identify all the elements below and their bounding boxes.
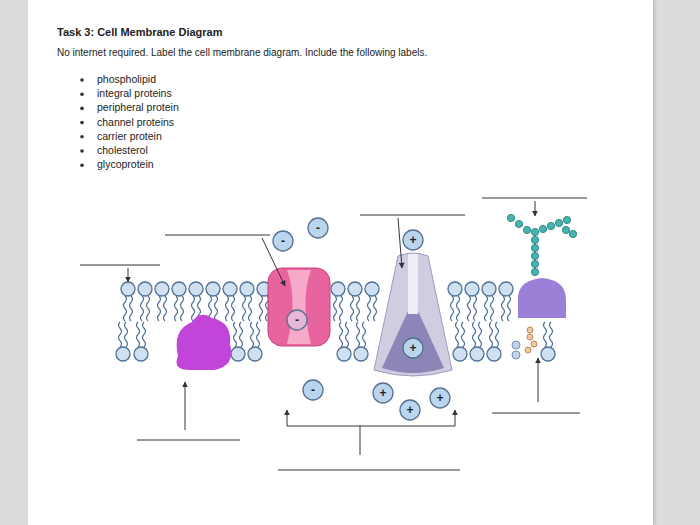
list-item: integral proteins	[97, 87, 172, 99]
ion-circle: +	[402, 229, 424, 251]
instruction-text: No internet required. Label the cell mem…	[57, 47, 427, 58]
ion-circle: +	[399, 399, 421, 421]
list-item: cholesterol	[97, 144, 148, 156]
list-item: carrier protein	[97, 130, 162, 142]
task-title: Task 3: Cell Membrane Diagram	[57, 26, 222, 38]
ion-charge: -	[286, 309, 308, 331]
glycoprotein	[507, 214, 576, 318]
ion-circle: -	[286, 309, 308, 331]
peripheral-protein	[177, 315, 232, 370]
ion-circle: -	[307, 217, 329, 239]
ion-charge: -	[302, 379, 324, 401]
ion-charge: +	[402, 337, 424, 359]
list-item: phospholipid	[97, 73, 156, 85]
list-item: glycoprotein	[97, 158, 154, 170]
list-item: channel proteins	[97, 116, 174, 128]
ion-charge: -	[272, 230, 294, 252]
ion-charge: -	[307, 217, 329, 239]
ion-charge: +	[372, 382, 394, 404]
bullet-dots	[80, 78, 84, 167]
ion-circle: +	[429, 387, 451, 409]
ion-circle: -	[302, 379, 324, 401]
label-blanks	[80, 198, 587, 470]
carrier-protein	[374, 253, 452, 376]
ion-charge: +	[402, 229, 424, 251]
list-item: peripheral protein	[97, 101, 179, 113]
ion-charge: +	[429, 387, 451, 409]
cholesterol	[525, 327, 537, 353]
ion-circle: +	[402, 337, 424, 359]
ion-charge: +	[399, 399, 421, 421]
channel-protein	[268, 268, 330, 346]
ion-circle: -	[272, 230, 294, 252]
cholesterol	[512, 341, 520, 359]
ion-circle: +	[372, 382, 394, 404]
